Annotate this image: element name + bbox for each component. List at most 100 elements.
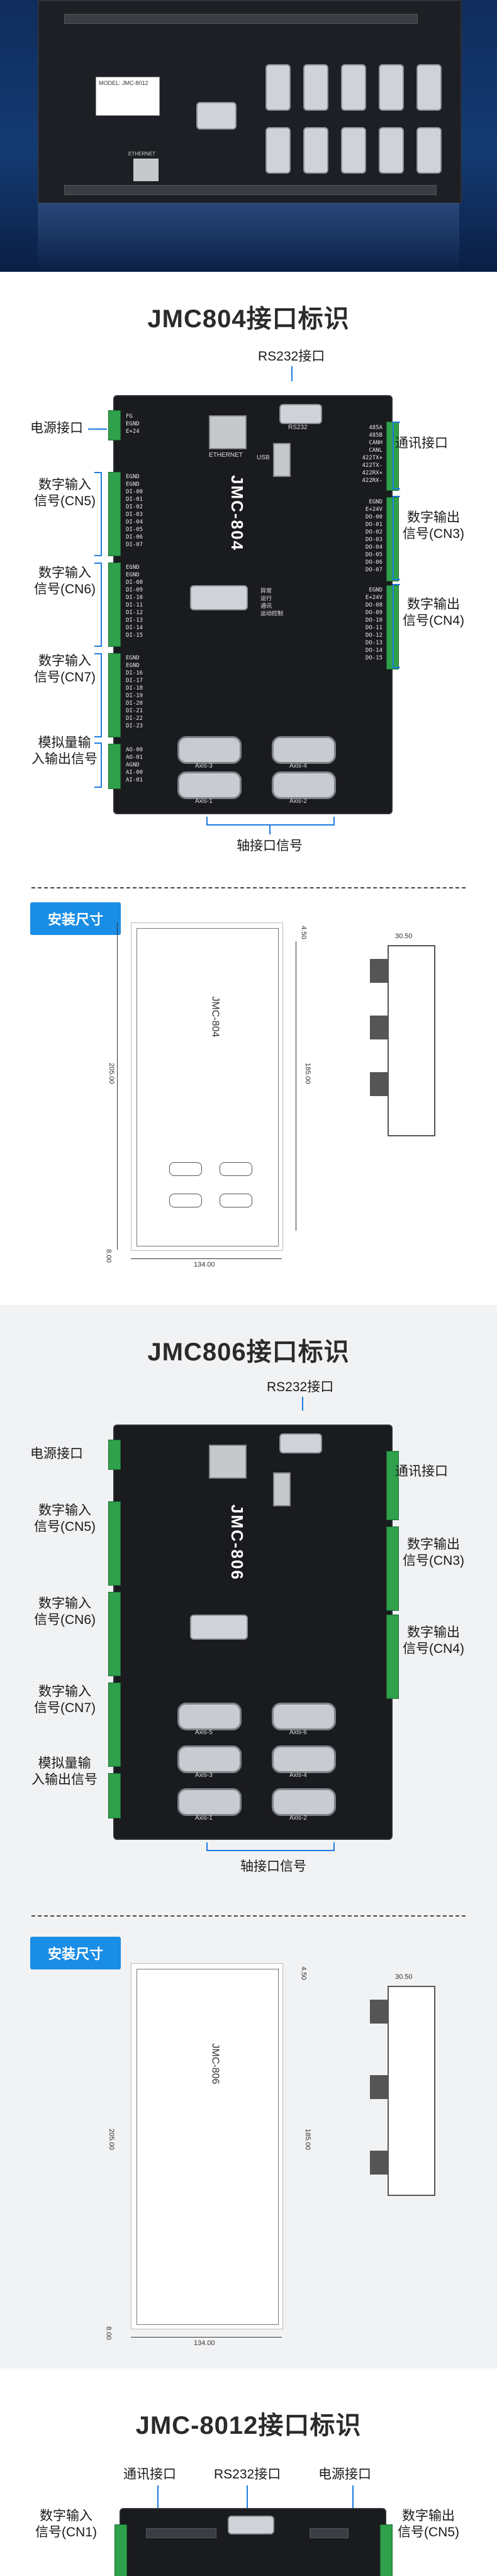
axis-label: Axis-1 [195, 1815, 213, 1822]
drawing-connector [220, 1194, 252, 1207]
callout-power: 电源接口 [30, 421, 83, 435]
callout-power: 电源接口 [30, 1447, 83, 1461]
callout-analog: 模拟量输入输出信号 [31, 736, 98, 766]
callout-din-cn5: 数字输入信号(CN5) [34, 1503, 96, 1534]
dsub-connector [341, 127, 366, 174]
rs232-port [228, 2516, 274, 2534]
axis-label: Axis-1 [195, 798, 213, 805]
section-badge: 安装尺寸 [30, 1937, 121, 1969]
drawing-model: JMC-804 [209, 996, 221, 1038]
dsub-connector [416, 127, 442, 174]
ethernet-label: ETHERNET [128, 151, 156, 157]
bracket [94, 653, 102, 737]
axis-label: Axis-2 [289, 798, 307, 805]
dsub-connector [196, 102, 237, 130]
model-name: JMC-804 [228, 475, 247, 551]
power-terminal [108, 1440, 121, 1470]
dims806-section: 安装尺寸 JMC-806 134.00 205.00 185.00 4.50 8… [0, 1909, 497, 2368]
ethernet-port [209, 1445, 247, 1479]
dout-cn3-terminal [386, 1526, 399, 1611]
dout-cn4-terminal [386, 1615, 399, 1699]
ethernet-port [133, 159, 159, 181]
callout-rs232: RS232接口 [214, 2467, 281, 2482]
callout-dout-cn4: 数字输出信号(CN4) [403, 1625, 464, 1656]
controller-board-photo: MODEL: JMC-8012 ETHERNET [38, 0, 462, 204]
divider [31, 887, 466, 888]
axis-connector [272, 1788, 336, 1816]
din-cn5-terminal [108, 472, 121, 556]
bracket [94, 742, 102, 788]
comm-terminal [386, 1451, 399, 1520]
dim-bottom: 8.00 [104, 2326, 113, 2340]
callout-comm: 通讯接口 [395, 1464, 448, 1479]
dim-height: 205.00 [107, 2129, 115, 2150]
dim-bottom: 8.00 [104, 1249, 113, 1263]
ethernet-port [209, 415, 247, 449]
dim-side: 30.50 [395, 1973, 413, 1981]
callout-rs232: RS232接口 [258, 349, 325, 364]
bracket [206, 817, 335, 826]
dim-width: 134.00 [194, 1261, 215, 1268]
rs232-port [279, 1433, 322, 1453]
side-tab [370, 2151, 388, 2175]
side-tab [370, 1072, 388, 1096]
section-title: JMC-8012接口标识 [135, 2412, 362, 2439]
callout-din-cn1: 数字输入信号(CN1) [35, 2509, 97, 2540]
callout-power: 电源接口 [318, 2467, 371, 2482]
axis-connector [177, 771, 242, 799]
dim-width: 134.00 [194, 2339, 215, 2347]
power-terminal [108, 410, 121, 440]
board-reflection [38, 203, 459, 272]
callout-din-cn6: 数字输入信号(CN6) [34, 1596, 96, 1627]
axis-label: Axis-4 [289, 1772, 307, 1779]
axis-connector [177, 736, 242, 764]
dim-height: 205.00 [107, 1063, 115, 1084]
callout-dout-cn5: 数字输出信号(CN5) [398, 2509, 459, 2540]
leader-line [88, 428, 107, 430]
axis-label: Axis-2 [289, 1815, 307, 1822]
analog-terminal [108, 1773, 121, 1818]
section-title: JMC804接口标识 [147, 305, 350, 333]
callout-rs232: RS232接口 [267, 1380, 334, 1394]
din-cn5-terminal [108, 1501, 121, 1586]
axis-connector [272, 771, 336, 799]
drawing-body [137, 1969, 279, 2325]
side-tab [370, 2075, 388, 2099]
axis-connector [177, 1788, 242, 1816]
outline-drawing-front: JMC-804 [131, 922, 283, 1251]
usb-port [273, 443, 291, 477]
dsub-connector [265, 64, 291, 111]
dim-inner: 185.00 [303, 2129, 311, 2150]
axis-label: Axis-6 [289, 1729, 307, 1736]
axis-connector [272, 1703, 336, 1730]
section-badge: 安装尺寸 [30, 902, 121, 935]
dim-top: 4.50 [299, 926, 308, 939]
bracket [393, 422, 400, 490]
dsub-connector [379, 64, 404, 111]
callout-comm: 通讯接口 [395, 436, 448, 451]
side-tab [370, 959, 388, 983]
product-label-text: MODEL: JMC-8012 [99, 80, 148, 86]
leader-line [352, 2485, 354, 2508]
drawing-connector [169, 1194, 202, 1207]
status-led-labels: 异常运行通讯运动控制 [260, 588, 284, 617]
dim-top: 4.50 [299, 1966, 308, 1980]
model-name: JMC-806 [228, 1504, 247, 1581]
jmc806-board: JMC-806 Axis-5 Axis-6 Axis-3 Axis-4 Axis… [108, 1425, 399, 1840]
dims804-section: 安装尺寸 JMC-804 134.00 205.00 185.00 4.50 8… [0, 887, 497, 1305]
callout-din-cn5: 数字输入信号(CN5) [34, 478, 96, 508]
din-cn6-terminal [108, 563, 121, 647]
dout-cn5-terminal [380, 2524, 393, 2576]
rs232-label: RS232 [288, 424, 308, 431]
ethernet-label: ETHERNET [209, 452, 243, 459]
analog-terminal [108, 744, 121, 789]
section-title: JMC806接口标识 [147, 1338, 350, 1366]
dsub-connector [265, 127, 291, 174]
callout-axis: 轴接口信号 [237, 839, 303, 853]
leader-line [247, 2485, 248, 2508]
